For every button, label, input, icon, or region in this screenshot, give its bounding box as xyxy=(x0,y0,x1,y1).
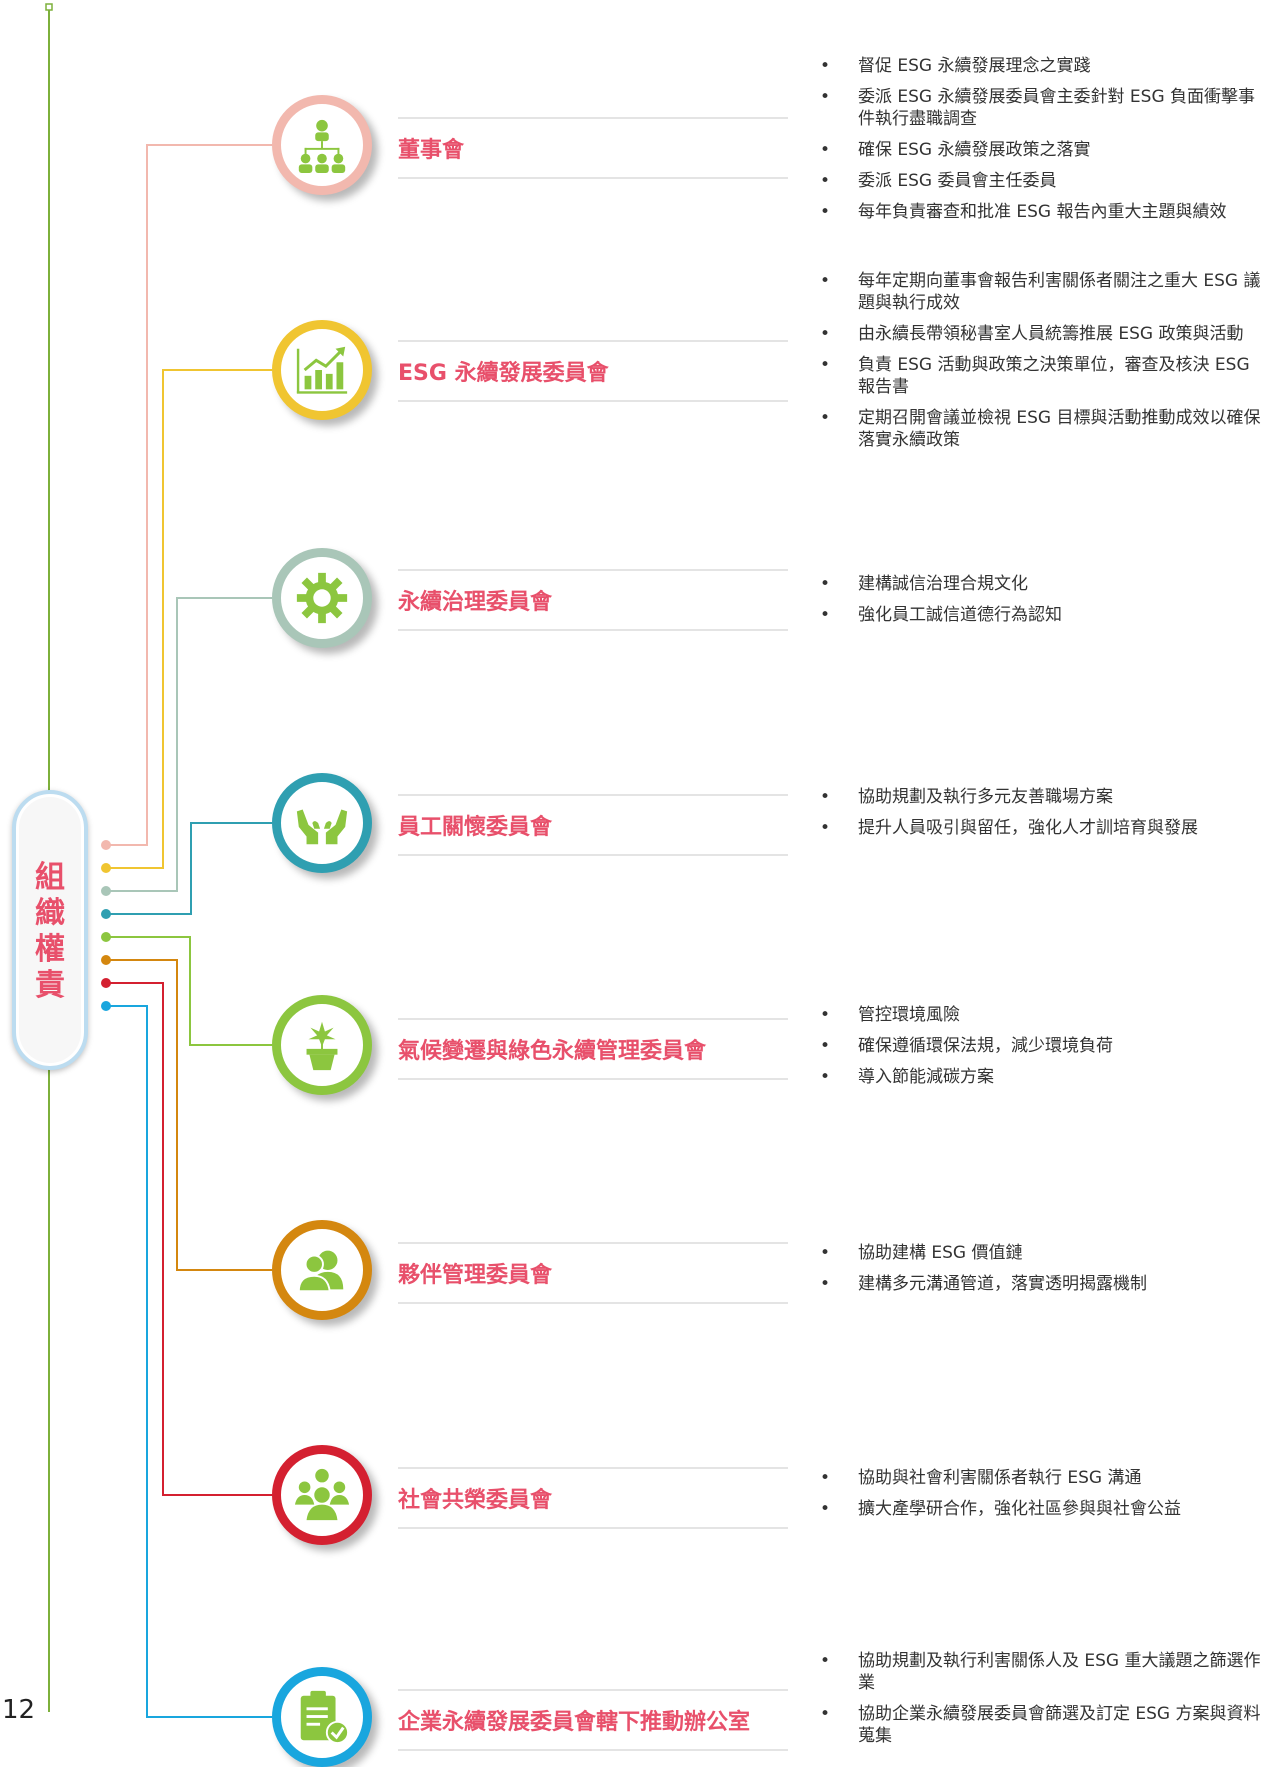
root-node xyxy=(12,790,88,1070)
duty-item: 提升人員吸引與留任，強化人才訓培育與發展 xyxy=(820,817,1265,839)
community-icon xyxy=(272,1445,372,1545)
board-duties: 督促 ESG 永續發展理念之實踐 委派 ESG 永續發展委員會主委針對 ESG … xyxy=(820,55,1265,232)
connector-dot-esg xyxy=(101,863,111,873)
committee-esg: ESG 永續發展委員會 xyxy=(398,340,788,402)
duty-item: 管控環境風險 xyxy=(820,1004,1265,1026)
duty-item: 協助規劃及執行利害關係人及 ESG 重大議題之篩選作業 xyxy=(820,1650,1265,1694)
duty-item: 協助與社會利害關係者執行 ESG 溝通 xyxy=(820,1467,1265,1489)
duty-item: 確保遵循環保法規，減少環境負荷 xyxy=(820,1035,1265,1057)
governance-duties: 建構誠信治理合規文化 強化員工誠信道德行為認知 xyxy=(820,573,1265,635)
root-label: 組 織 權 責 xyxy=(35,860,65,1003)
duty-item: 每年定期向董事會報告利害關係者關注之重大 ESG 議題與執行成效 xyxy=(820,270,1265,314)
org-chart-icon xyxy=(272,95,372,195)
connector-dot-climate xyxy=(101,932,111,942)
connector-line-climate xyxy=(106,936,272,1046)
society-duties: 協助與社會利害關係者執行 ESG 溝通 擴大產學研合作，強化社區參與與社會公益 xyxy=(820,1467,1265,1529)
top-square-marker xyxy=(45,3,53,11)
duty-item: 建構多元溝通管道，落實透明揭露機制 xyxy=(820,1273,1265,1295)
duty-item: 定期召開會議並檢視 ESG 目標與活動推動成效以確保落實永續政策 xyxy=(820,407,1265,451)
duty-item: 委派 ESG 委員會主任委員 xyxy=(820,170,1265,192)
duty-item: 擴大產學研合作，強化社區參與與社會公益 xyxy=(820,1498,1265,1520)
connector-dot-partner xyxy=(101,955,111,965)
duty-item: 建構誠信治理合規文化 xyxy=(820,573,1265,595)
duty-item: 每年負責審查和批准 ESG 報告內重大主題與績效 xyxy=(820,201,1265,223)
duty-item: 協助規劃及執行多元友善職場方案 xyxy=(820,786,1265,808)
gear-icon xyxy=(272,548,372,648)
committee-employee-care: 員工關懷委員會 xyxy=(398,794,788,856)
connector-dot-society xyxy=(101,978,111,988)
potted-plant-icon xyxy=(272,995,372,1095)
committee-board: 董事會 xyxy=(398,117,788,179)
page-number: 12 xyxy=(2,1695,36,1725)
connector-line-partner xyxy=(106,959,272,1271)
committee-partner: 夥伴管理委員會 xyxy=(398,1242,788,1304)
committee-governance: 永續治理委員會 xyxy=(398,569,788,631)
connector-line-office xyxy=(106,1005,272,1718)
connector-dot-board xyxy=(101,840,111,850)
connector-line-employee xyxy=(106,822,272,915)
duty-item: 委派 ESG 永續發展委員會主委針對 ESG 負面衝擊事件執行盡職調查 xyxy=(820,86,1265,130)
connector-dot-employee xyxy=(101,909,111,919)
office-duties: 協助規劃及執行利害關係人及 ESG 重大議題之篩選作業 協助企業永續發展委員會篩… xyxy=(820,1650,1265,1756)
caring-hands-icon xyxy=(272,773,372,873)
committee-climate: 氣候變遷與綠色永續管理委員會 xyxy=(398,1018,788,1080)
connector-line-board xyxy=(106,144,272,846)
employee-care-duties: 協助規劃及執行多元友善職場方案 提升人員吸引與留任，強化人才訓培育與發展 xyxy=(820,786,1265,848)
duty-item: 負責 ESG 活動與政策之決策單位，審查及核決 ESG 報告書 xyxy=(820,354,1265,398)
duty-item: 導入節能減碳方案 xyxy=(820,1066,1265,1088)
connector-line-society xyxy=(106,982,272,1496)
duty-item: 協助建構 ESG 價值鏈 xyxy=(820,1242,1265,1264)
connector-line-governance xyxy=(106,597,272,892)
committee-society: 社會共榮委員會 xyxy=(398,1467,788,1529)
growth-chart-icon xyxy=(272,320,372,420)
connector-dot-office xyxy=(101,1001,111,1011)
duty-item: 強化員工誠信道德行為認知 xyxy=(820,604,1265,626)
connector-line-esg xyxy=(106,369,272,869)
partner-duties: 協助建構 ESG 價值鏈 建構多元溝通管道，落實透明揭露機制 xyxy=(820,1242,1265,1304)
climate-duties: 管控環境風險 確保遵循環保法規，減少環境負荷 導入節能減碳方案 xyxy=(820,1004,1265,1097)
esg-duties: 每年定期向董事會報告利害關係者關注之重大 ESG 議題與執行成效 由永續長帶領秘… xyxy=(820,270,1265,460)
duty-item: 確保 ESG 永續發展政策之落實 xyxy=(820,139,1265,161)
committee-office: 企業永續發展委員會轄下推動辦公室 xyxy=(398,1689,788,1751)
clipboard-check-icon xyxy=(272,1667,372,1767)
partners-icon xyxy=(272,1220,372,1320)
duty-item: 督促 ESG 永續發展理念之實踐 xyxy=(820,55,1265,77)
duty-item: 協助企業永續發展委員會篩選及訂定 ESG 方案與資料蒐集 xyxy=(820,1703,1265,1747)
committee-connectors xyxy=(101,144,272,1718)
connector-dot-governance xyxy=(101,886,111,896)
duty-item: 由永續長帶領秘書室人員統籌推展 ESG 政策與活動 xyxy=(820,323,1265,345)
